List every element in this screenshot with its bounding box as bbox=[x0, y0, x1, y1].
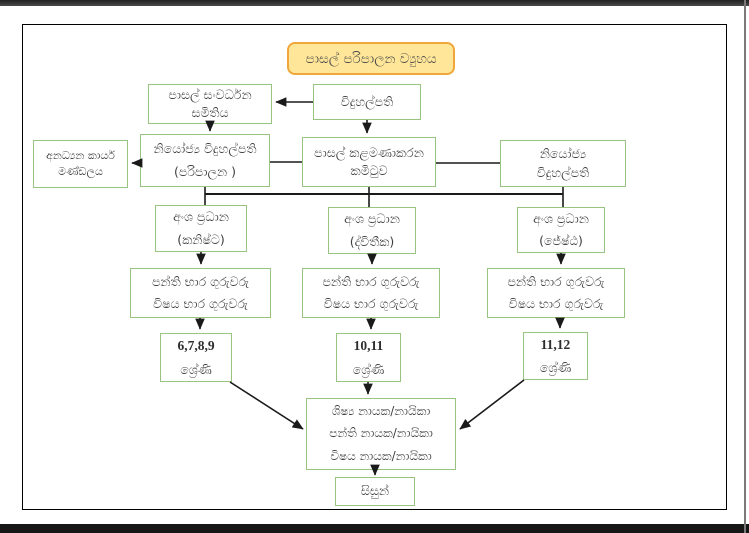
node-label: ශ්‍රේණි bbox=[539, 360, 572, 376]
node-label: (පරිපාලන ) bbox=[173, 164, 236, 179]
node-grades-senior: 11,12 ශ්‍රේණි bbox=[523, 332, 588, 380]
node-section-head-junior: අංශ ප්‍රධාන (කනිෂ්ට) bbox=[155, 205, 247, 252]
node-label: පන්ති භාර ගුරුවරු bbox=[507, 273, 605, 289]
node-label: අංශ ප්‍රධාන bbox=[344, 211, 400, 227]
node-section-head-senior: අංශ ප්‍රධාන (ජේෂ්ඨ) bbox=[517, 207, 605, 253]
node-label: ශ්‍රේණි bbox=[180, 361, 212, 377]
grade-numbers: 10,11 bbox=[353, 338, 384, 354]
node-label: සමිතිය bbox=[191, 105, 229, 120]
node-label: ශිෂ්‍ය නායක/නායිකා bbox=[331, 403, 431, 418]
node-section-head-secondary: අංශ ප්‍රධාන (ද්විතීක) bbox=[328, 207, 416, 254]
node-label: සිසුන් bbox=[360, 483, 390, 499]
grade-numbers: 6,7,8,9 bbox=[177, 338, 215, 354]
grade-numbers: 11,12 bbox=[540, 336, 571, 352]
top-dark-band bbox=[0, 0, 749, 6]
node-label: අනධ්‍යන කාර්ය bbox=[46, 149, 115, 163]
node-label: පන්ති භාර ගුරුවරු bbox=[151, 273, 250, 289]
node-label: විදුහල්පති bbox=[536, 164, 590, 180]
node-principal: විදුහල්පති bbox=[313, 84, 421, 120]
node-school-management-committee: පාසල් කළමණාකරන කමිටුව bbox=[302, 137, 436, 187]
diagram-title: පාසල් පරිපාලන ව්‍යුහය bbox=[287, 42, 455, 75]
node-grades-secondary: 10,11 ශ්‍රේණි bbox=[336, 333, 401, 382]
node-label: පන්ති නායක/නායිකා bbox=[329, 426, 433, 441]
node-label: විෂය නායක/නායිකා bbox=[330, 448, 432, 463]
node-label: නියෝජ්‍ය විදුහල්පති bbox=[153, 140, 257, 156]
node-label: මණ්ඩලය bbox=[58, 165, 103, 178]
node-label: අංශ ප්‍රධාන bbox=[173, 209, 229, 225]
node-label: ශ්‍රේණි bbox=[352, 361, 385, 377]
node-non-academic-staff: අනධ්‍යන කාර්ය මණ්ඩලය bbox=[33, 140, 128, 188]
node-label: අංශ ප්‍රධාන bbox=[533, 210, 589, 226]
right-edge-line bbox=[744, 0, 746, 533]
node-label: නියෝජ්‍ය bbox=[539, 146, 587, 162]
page-border-frame bbox=[22, 24, 727, 510]
node-label: විෂය භාර ගුරුවරු bbox=[508, 296, 604, 311]
bottom-dark-band bbox=[0, 524, 749, 533]
node-label: (ද්විතීක) bbox=[349, 233, 395, 249]
node-label: පන්ති භාර ගුරුවරු bbox=[322, 273, 420, 289]
node-label: කමිටුව bbox=[350, 163, 388, 178]
node-label: පාසල් කළමණාකරන bbox=[314, 144, 424, 160]
node-teachers-junior: පන්ති භාර ගුරුවරු විෂය භාර ගුරුවරු bbox=[130, 268, 271, 318]
node-label: (කනිෂ්ට) bbox=[177, 231, 225, 247]
diagram-title-label: පාසල් පරිපාලන ව්‍යුහය bbox=[305, 50, 437, 67]
node-students: සිසුන් bbox=[335, 477, 415, 506]
node-grades-junior: 6,7,8,9 ශ්‍රේණි bbox=[160, 333, 232, 382]
node-school-development-society: පාසල් සංවර්ධන සමිතිය bbox=[148, 84, 272, 124]
node-label: (ජේෂ්ඨ) bbox=[539, 233, 583, 248]
node-deputy-principal-admin: නියෝජ්‍ය විදුහල්පති (පරිපාලන ) bbox=[140, 134, 270, 187]
node-label: විදුහල්පති bbox=[340, 93, 394, 109]
node-teachers-senior: පන්ති භාර ගුරුවරු විෂය භාර ගුරුවරු bbox=[487, 268, 625, 318]
node-label: විෂය භාර ගුරුවරු bbox=[323, 296, 419, 311]
node-teachers-secondary: පන්ති භාර ගුරුවරු විෂය භාර ගුරුවරු bbox=[302, 268, 440, 318]
node-deputy-principal: නියෝජ්‍ය විදුහල්පති bbox=[500, 140, 626, 187]
node-label: පාසල් සංවර්ධන bbox=[168, 86, 252, 102]
node-student-leaders: ශිෂ්‍ය නායක/නායිකා පන්ති නායක/නායිකා විෂ… bbox=[306, 398, 456, 470]
node-label: විෂය භාර ගුරුවරු bbox=[153, 296, 248, 311]
